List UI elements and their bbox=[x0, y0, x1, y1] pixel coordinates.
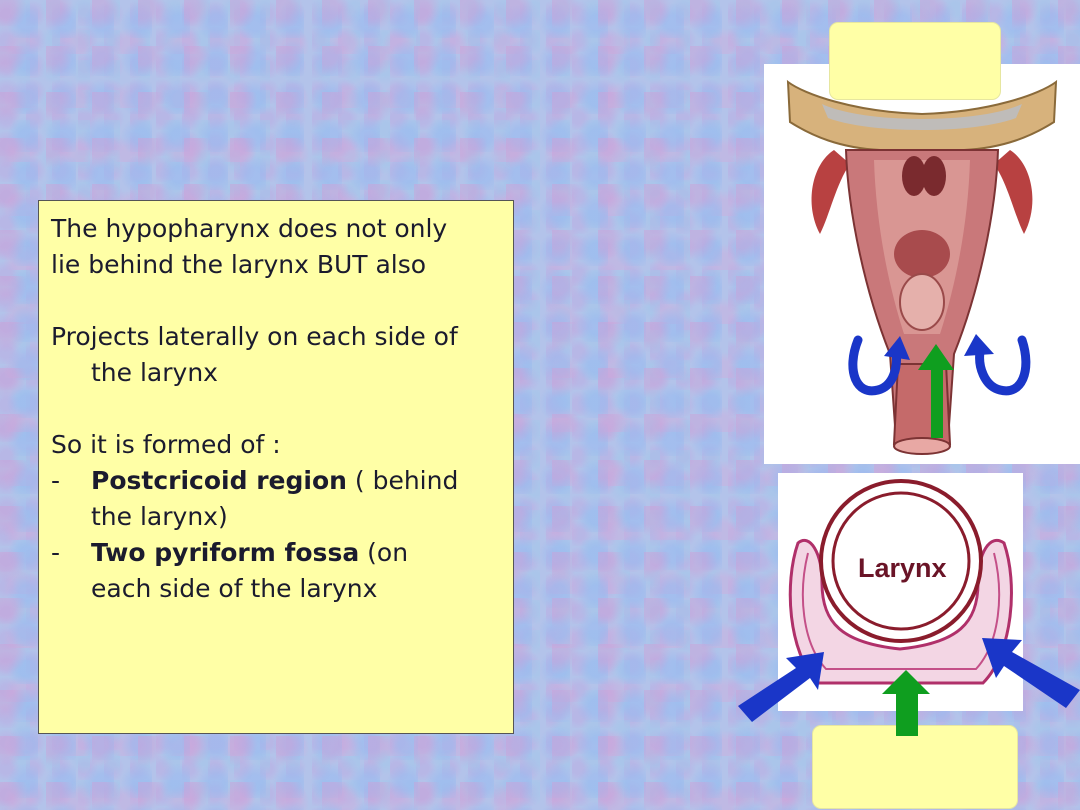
label-box-top bbox=[829, 22, 1001, 100]
pharynx-posterior-view-image bbox=[764, 64, 1080, 464]
text-box: The hypopharynx does not only lie behind… bbox=[38, 200, 514, 734]
bullet-bold: Postcricoid region bbox=[91, 466, 347, 495]
bullet-cont: each side of the larynx bbox=[91, 574, 378, 603]
larynx-label: Larynx bbox=[858, 553, 947, 583]
bullet-cont: the larynx) bbox=[91, 502, 228, 531]
bullet-rest: (on bbox=[359, 538, 409, 567]
bullet-item: - Two pyriform fossa (on each side of th… bbox=[51, 535, 499, 607]
larynx-cross-section-image bbox=[778, 473, 1023, 711]
text-line: Projects laterally on each side of bbox=[51, 322, 458, 351]
bullet-bold: Two pyriform fossa bbox=[91, 538, 360, 567]
spacer bbox=[51, 391, 499, 427]
bullet-dash: - bbox=[51, 466, 61, 495]
text-line: The hypopharynx does not only bbox=[51, 214, 448, 243]
bullet-item: - Postcricoid region ( behind the larynx… bbox=[51, 463, 499, 535]
text-line: lie behind the larynx BUT also bbox=[51, 250, 427, 279]
text-line: So it is formed of : bbox=[51, 430, 281, 459]
label-box-bottom bbox=[812, 725, 1018, 809]
text-line: the larynx bbox=[91, 358, 218, 387]
spacer bbox=[51, 283, 499, 319]
bullet-rest: ( behind bbox=[346, 466, 459, 495]
bullet-dash: - bbox=[51, 538, 61, 567]
